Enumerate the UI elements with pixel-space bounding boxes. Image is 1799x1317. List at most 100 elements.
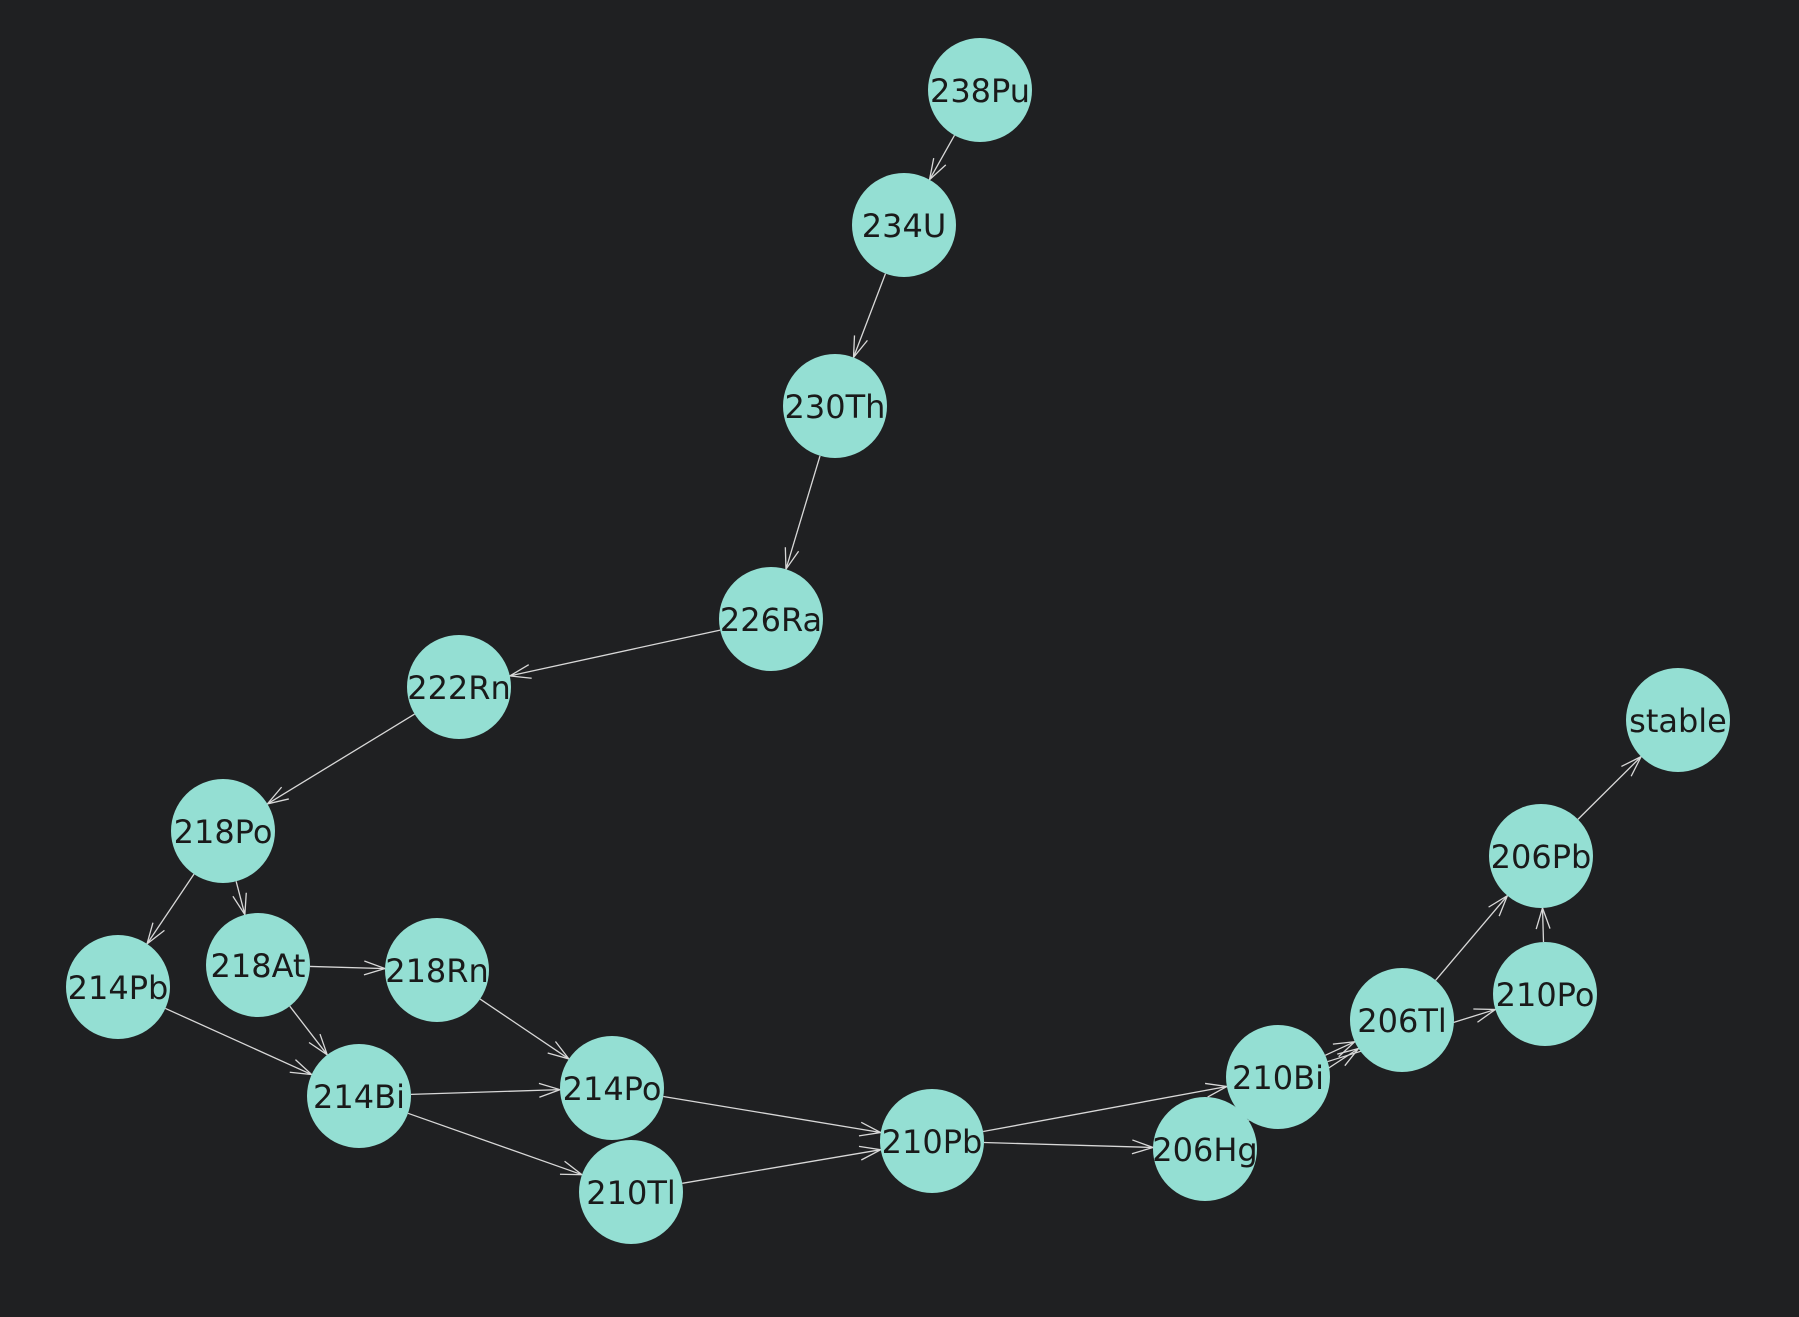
- edge-line: [509, 629, 721, 677]
- edge-line: [1324, 1041, 1356, 1056]
- edges-layer: [145, 134, 1643, 1184]
- node-circle: [1626, 668, 1730, 772]
- edge-line: [165, 1007, 312, 1076]
- node-222Rn[interactable]: 222Rn: [407, 635, 511, 739]
- edge-218Po-to-218At: [232, 881, 247, 917]
- edge-line: [785, 455, 821, 570]
- arrowhead: [784, 547, 800, 572]
- node-210Po[interactable]: 210Po: [1493, 942, 1597, 1046]
- node-circle: [307, 1044, 411, 1148]
- node-218At[interactable]: 218At: [206, 913, 310, 1017]
- edge-line: [983, 1085, 1227, 1133]
- node-206Tl[interactable]: 206Tl: [1350, 968, 1454, 1072]
- node-circle: [880, 1089, 984, 1193]
- edge-line: [309, 965, 386, 970]
- node-label: 206Pb: [1491, 838, 1592, 876]
- node-label: 210Po: [1496, 976, 1595, 1014]
- node-label: 226Ra: [720, 601, 822, 639]
- node-label: 218At: [211, 947, 306, 985]
- node-234U[interactable]: 234U: [852, 173, 956, 277]
- arrowhead: [1621, 755, 1643, 777]
- node-circle: [385, 918, 489, 1022]
- node-214Po[interactable]: 214Po: [560, 1036, 664, 1140]
- edge-line: [928, 134, 956, 181]
- edge-line: [289, 1005, 328, 1056]
- node-226Ra[interactable]: 226Ra: [719, 567, 823, 671]
- node-circle: [407, 635, 511, 739]
- node-circle: [66, 935, 170, 1039]
- node-label: 222Rn: [407, 669, 511, 707]
- node-label: 238Pu: [930, 72, 1030, 110]
- node-label: 210Tl: [586, 1174, 676, 1212]
- edge-222Rn-to-218Po: [265, 713, 415, 805]
- edge-line: [479, 998, 570, 1060]
- edge-line: [852, 273, 887, 358]
- node-214Pb[interactable]: 214Pb: [66, 935, 170, 1039]
- node-218Po[interactable]: 218Po: [171, 779, 275, 883]
- node-206Hg[interactable]: 206Hg: [1152, 1097, 1258, 1201]
- node-label: 210Bi: [1232, 1059, 1324, 1097]
- node-label: stable: [1629, 702, 1727, 740]
- node-label: 210Pb: [882, 1123, 983, 1161]
- edge-line: [267, 713, 415, 805]
- edge-206Pb-to-stable: [1577, 755, 1643, 820]
- edge-214Po-to-210Pb: [663, 1095, 883, 1137]
- node-circle: [719, 567, 823, 671]
- node-label: 218Po: [174, 813, 273, 851]
- edge-line: [410, 1088, 561, 1096]
- node-label: 206Tl: [1357, 1002, 1447, 1040]
- node-210Tl[interactable]: 210Tl: [579, 1140, 683, 1244]
- node-label: 218Rn: [385, 952, 489, 990]
- node-label: 230Th: [785, 388, 886, 426]
- node-circle: [560, 1036, 664, 1140]
- edge-214Bi-to-210Tl: [407, 1112, 584, 1176]
- edge-218At-to-214Bi: [289, 1005, 329, 1057]
- arrowhead: [308, 1033, 329, 1057]
- nodes-layer: 238Pu 234U 230Th 226Ra 222Rn 218Po 214Pb 218At 2…: [66, 38, 1730, 1244]
- node-circle: [171, 779, 275, 883]
- node-circle: [1489, 804, 1593, 908]
- arrowhead: [363, 960, 388, 976]
- edge-line: [235, 881, 246, 915]
- arrowhead: [232, 892, 247, 917]
- node-label: 214Bi: [313, 1078, 405, 1116]
- edge-line: [1435, 895, 1508, 981]
- node-circle: [206, 913, 310, 1017]
- node-circle: [852, 173, 956, 277]
- node-label: 214Pb: [68, 969, 169, 1007]
- edge-line: [1541, 907, 1545, 943]
- arrowhead: [858, 1121, 883, 1137]
- edge-230Th-to-226Ra: [784, 455, 821, 572]
- node-circle: [579, 1140, 683, 1244]
- edge-218At-to-218Rn: [309, 960, 388, 976]
- edge-line: [663, 1095, 881, 1134]
- node-230Th[interactable]: 230Th: [783, 354, 887, 458]
- edge-234U-to-230Th: [852, 273, 887, 360]
- edge-line: [682, 1149, 881, 1184]
- node-circle: [928, 38, 1032, 142]
- node-214Bi[interactable]: 214Bi: [307, 1044, 411, 1148]
- node-210Bi[interactable]: 210Bi: [1226, 1025, 1330, 1129]
- arrowhead: [1473, 1008, 1498, 1023]
- arrowhead: [265, 786, 289, 805]
- node-circle: [1226, 1025, 1330, 1129]
- node-218Rn[interactable]: 218Rn: [385, 918, 489, 1022]
- node-stable[interactable]: stable: [1626, 668, 1730, 772]
- node-238Pu[interactable]: 238Pu: [928, 38, 1032, 142]
- node-label: 206Hg: [1152, 1131, 1257, 1169]
- edge-line: [146, 873, 195, 945]
- node-circle: [1153, 1097, 1257, 1201]
- node-label: 214Po: [563, 1070, 662, 1108]
- node-206Pb[interactable]: 206Pb: [1489, 804, 1593, 908]
- node-circle: [1350, 968, 1454, 1072]
- edge-line: [1577, 756, 1642, 820]
- node-circle: [783, 354, 887, 458]
- node-210Pb[interactable]: 210Pb: [880, 1089, 984, 1193]
- edge-line: [407, 1112, 583, 1176]
- node-circle: [1493, 942, 1597, 1046]
- node-label: 234U: [862, 207, 947, 245]
- arrowhead: [852, 335, 868, 360]
- arrowhead: [559, 1160, 584, 1176]
- edge-line: [983, 1141, 1154, 1149]
